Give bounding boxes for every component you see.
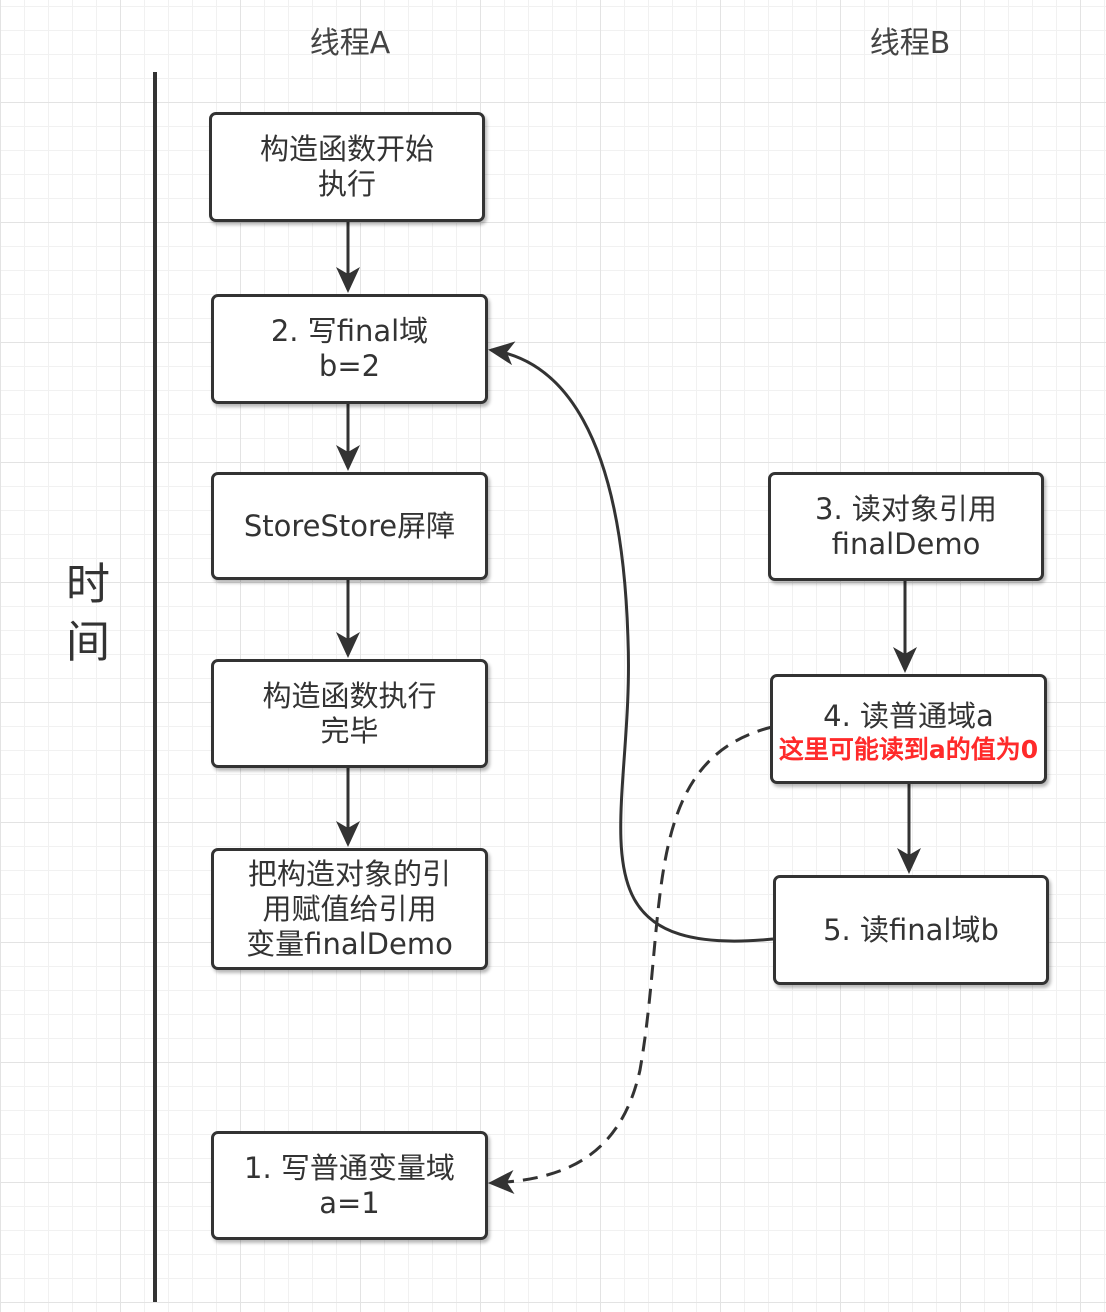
box-read-normal-line-1: 4. 读普通域a: [823, 698, 994, 733]
thread-b-title: 线程B: [869, 26, 951, 61]
box-read-ref-line-1: 3. 读对象引用: [815, 491, 997, 526]
box-write-final-line-2: b=2: [318, 349, 381, 383]
box-assign-reference: 把构造对象的引 用赋值给引用 变量finalDemo: [211, 848, 488, 970]
box-construct-end-line-1: 构造函数执行: [262, 678, 437, 713]
box-construct-end: 构造函数执行 完毕: [211, 659, 488, 768]
box-read-final: 5. 读final域b: [773, 875, 1049, 985]
box-read-ref-line-2: finalDemo: [831, 526, 981, 561]
box-construct-end-line-2: 完毕: [320, 713, 379, 748]
box-read-final-line-1: 5. 读final域b: [823, 912, 999, 947]
thread-a-title: 线程A: [309, 26, 391, 61]
box-construct-start-line-1: 构造函数开始: [259, 132, 434, 166]
box-read-normal: 4. 读普通域a 这里可能读到a的值为0: [770, 674, 1047, 784]
box-construct-start-line-2: 执行: [317, 167, 376, 201]
box-read-normal-warning-note: 这里可能读到a的值为0: [778, 734, 1039, 764]
box-write-normal: 1. 写普通变量域 a=1: [211, 1131, 488, 1240]
box-storestore-barrier: StoreStore屏障: [211, 472, 488, 580]
box-read-reference: 3. 读对象引用 finalDemo: [768, 472, 1044, 581]
box-assign-ref-line-1: 把构造对象的引: [247, 856, 451, 891]
box-write-final: 2. 写final域 b=2: [211, 294, 488, 404]
box-assign-ref-line-2: 用赋值给引用: [262, 891, 437, 926]
time-axis-char-2: 间: [66, 617, 110, 668]
box-write-final-line-1: 2. 写final域: [270, 314, 429, 348]
time-axis-char-1: 时: [66, 559, 110, 610]
arrow-read-final-to-write-final: [488, 341, 774, 943]
arrow-read-normal-to-write-normal-dashed: [488, 725, 773, 1194]
box-write-normal-line-1: 1. 写普通变量域: [244, 1150, 455, 1185]
box-write-normal-line-2: a=1: [319, 1185, 380, 1220]
time-axis-label: 时 间: [58, 556, 118, 672]
box-construct-start: 构造函数开始 执行: [209, 112, 485, 222]
box-storestore-line-1: StoreStore屏障: [243, 508, 456, 543]
box-assign-ref-line-3: 变量finalDemo: [246, 926, 453, 961]
